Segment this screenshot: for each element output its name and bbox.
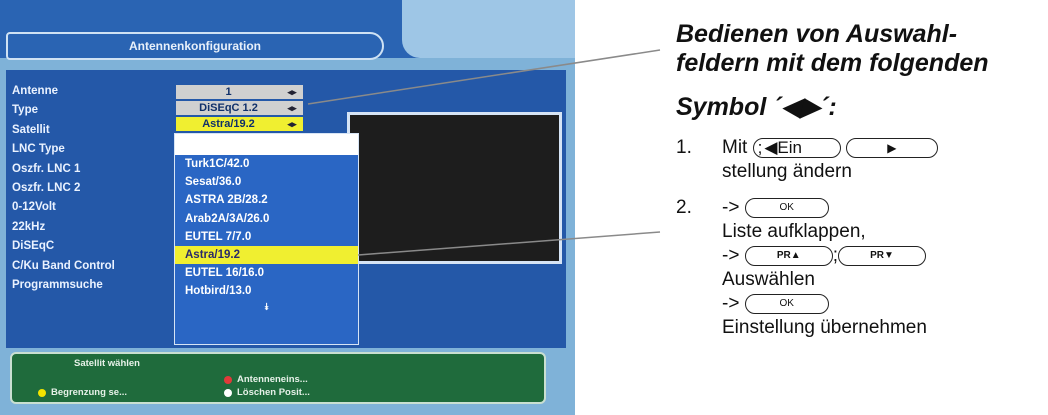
menu-label-band-control[interactable]: C/Ku Band Control <box>12 259 115 272</box>
menu-label-type[interactable]: Type <box>12 104 38 117</box>
ok-key: OK <box>744 197 829 218</box>
type-select[interactable]: DiSEqC 1.2 ◂▸ <box>176 101 303 115</box>
step-2-arrow-2: -> <box>722 245 740 266</box>
right-arrow-key: ▶ <box>845 137 938 158</box>
step-2-text-2: Auswählen <box>722 269 815 290</box>
help-bar: Satellit wählen Antenneneins... Begrenzu… <box>10 352 546 404</box>
heading-line-2: feldern mit dem folgenden <box>676 49 989 77</box>
tv-screen: Antennenkonfiguration Antenne Type Satel… <box>0 0 575 415</box>
step-2-text-3: Einstellung übernehmen <box>722 317 927 338</box>
satellite-option[interactable]: Turk1C/42.0 <box>185 158 250 170</box>
satellite-option[interactable]: Arab2A/3A/26.0 <box>185 212 270 225</box>
menu-label-22khz[interactable]: 22kHz <box>12 220 46 233</box>
ok-key-2: OK <box>744 293 829 314</box>
satellite-value: Astra/19.2 <box>202 118 255 130</box>
ok-key-label: OK <box>779 201 794 213</box>
satellite-select[interactable]: Astra/19.2 ◂▸ <box>176 117 303 131</box>
pr-down-key: PR▼ <box>838 245 926 266</box>
antenna-value: 1 <box>225 86 232 98</box>
satellite-option[interactable]: Sesat/36.0 <box>185 176 242 189</box>
left-right-arrow-icon: ◂▸ <box>287 86 297 97</box>
step-2-sep: ; <box>832 245 838 266</box>
step-2-number: 2. <box>676 197 692 218</box>
menu-label-programmsuche[interactable]: Programmsuche <box>12 278 103 291</box>
step-2-arrow-1: -> <box>722 197 740 218</box>
step-2-arrow-3: -> <box>722 293 740 314</box>
red-hint-label: Antenneneins... <box>237 374 308 385</box>
menu-label-0-12volt[interactable]: 0-12Volt <box>12 201 56 214</box>
white-key-hint: Löschen Posit... <box>224 387 310 398</box>
white-dot-icon <box>224 388 232 397</box>
left-arrow-key: ;◀Ein <box>752 137 841 158</box>
satellite-option[interactable]: EUTEL 7/7.0 <box>185 230 252 243</box>
top-band-light <box>402 0 575 58</box>
white-hint-label: Löschen Posit... <box>237 387 310 398</box>
pr-up-key: PR▲ <box>744 245 833 266</box>
menu-label-diseqc[interactable]: DiSEqC <box>12 240 55 253</box>
callout-line-list <box>357 231 661 256</box>
left-right-arrow-icon: ◂▸ <box>287 102 297 113</box>
pr-up-key-label: PR▲ <box>776 249 801 261</box>
right-key-label: ▶ <box>887 140 897 155</box>
menu-label-oszfr-lnc-2[interactable]: Oszfr. LNC 2 <box>12 181 81 194</box>
yellow-key-hint: Begrenzung se... <box>38 387 127 398</box>
satellite-option[interactable]: ASTRA 2B/28.2 <box>185 194 268 207</box>
step-2-text-1: Liste aufklappen, <box>722 221 866 242</box>
left-right-arrow-icon: ◂▸ <box>287 118 297 129</box>
satellite-option[interactable]: EUTEL 16/16.0 <box>185 267 265 280</box>
satellite-dropdown-list[interactable]: Turk1C/42.0 Sesat/36.0 ASTRA 2B/28.2 Ara… <box>174 133 359 345</box>
step-1-prefix: Mit <box>722 137 748 158</box>
yellow-hint-label: Begrenzung se... <box>51 387 128 398</box>
help-title: Satellit wählen <box>74 358 140 369</box>
satellite-option[interactable]: Hotbird/13.0 <box>185 285 252 298</box>
step-1-text: stellung ändern <box>722 161 852 182</box>
menu-label-oszfr-lnc-1[interactable]: Oszfr. LNC 1 <box>12 162 81 175</box>
dropdown-header-bar <box>175 134 358 155</box>
step-1-number: 1. <box>676 137 692 158</box>
video-preview <box>347 112 562 264</box>
step-1: 1. Mit ;◀Ein ▶ stellung ändern <box>676 136 1046 184</box>
scroll-down-icon[interactable]: ⯯ <box>263 301 270 313</box>
instruction-heading: Bedienen von Auswahl- feldern mit dem fo… <box>676 20 1046 78</box>
pr-down-key-label: PR▼ <box>870 249 894 261</box>
menu-label-lnc-type[interactable]: LNC Type <box>12 143 65 156</box>
satellite-option-selected[interactable]: Astra/19.2 <box>175 245 358 265</box>
step-2: 2. -> OK Liste aufklappen, -> PR▲; PR▼ Au… <box>676 196 1046 340</box>
symbol-line: Symbol ´◀▶´: <box>676 93 837 121</box>
callout-line-type <box>307 49 661 105</box>
menu-label-satellit[interactable]: Satellit <box>12 123 50 136</box>
antenna-select[interactable]: 1 ◂▸ <box>176 85 303 99</box>
menu-label-antenne[interactable]: Antenne <box>12 85 58 97</box>
yellow-dot-icon <box>38 388 46 397</box>
step-1-sep: ; <box>757 137 763 157</box>
type-value: DiSEqC 1.2 <box>199 102 258 114</box>
heading-line-1: Bedienen von Auswahl- <box>676 20 958 48</box>
left-key-label: ◀Ein <box>764 137 802 157</box>
menu-title: Antennenkonfiguration <box>6 32 384 60</box>
red-key-hint: Antenneneins... <box>224 374 308 385</box>
menu-labels: Antenne Type Satellit LNC Type Oszfr. LN… <box>12 82 187 295</box>
ok-key-2-label: OK <box>779 297 794 309</box>
red-dot-icon <box>224 375 232 384</box>
instruction-text: Bedienen von Auswahl- feldern mit dem fo… <box>676 20 1046 340</box>
